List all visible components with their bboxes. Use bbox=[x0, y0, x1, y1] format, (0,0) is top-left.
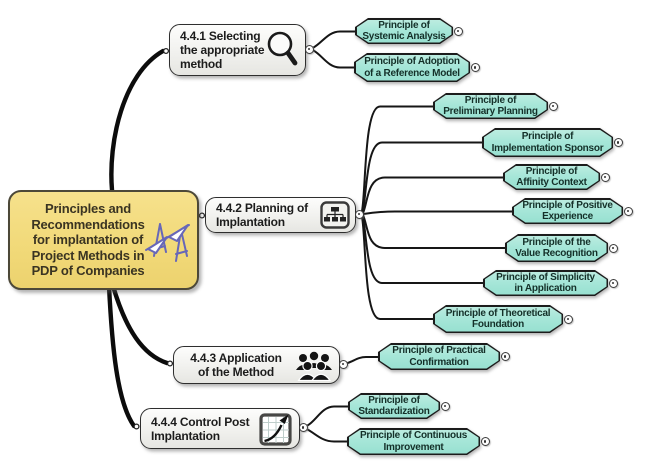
leaf-shape-fill bbox=[514, 200, 622, 223]
leaf-label: Principle of Theoretical Foundation bbox=[445, 307, 551, 331]
branch-node-4-4-3[interactable]: 4.4.3 Application of the Method bbox=[173, 346, 340, 384]
leaf-shape-fill bbox=[435, 95, 547, 118]
branch-node-4-4-2[interactable]: 4.4.2 Planning of Implantation bbox=[205, 197, 356, 233]
leaf-node[interactable]: Principle of Simplicity in Application bbox=[483, 270, 608, 296]
leaf-label: Principle of Standardization bbox=[358, 394, 430, 418]
people-group-icon bbox=[294, 349, 334, 381]
expand-toggle-icon[interactable] bbox=[453, 26, 463, 36]
expand-toggle-icon[interactable] bbox=[623, 206, 633, 216]
leaf-shape-fill bbox=[507, 236, 607, 261]
leaf-shape-fill bbox=[356, 55, 469, 81]
connector-path bbox=[361, 215, 483, 284]
leaf-label: Principle of Implementation Sponsor bbox=[491, 131, 604, 154]
leaf-shape-fill bbox=[505, 166, 599, 189]
branch-node-4-4-4[interactable]: 4.4.4 Control Post Implantation bbox=[140, 408, 300, 449]
leaf-shape-fill bbox=[380, 345, 499, 369]
magnifier-icon bbox=[266, 30, 300, 70]
leaf-node[interactable]: Principle of Affinity Context bbox=[503, 164, 600, 190]
leaf-label: Principle of Practical Confirmation bbox=[392, 345, 486, 368]
leaf-node[interactable]: Principle of Positive Experience bbox=[512, 198, 623, 224]
leaf-node[interactable]: Principle of Continuous Improvement bbox=[347, 428, 480, 455]
bridge-logo-icon bbox=[143, 216, 193, 266]
expand-toggle-icon[interactable] bbox=[613, 138, 623, 147]
expand-toggle-icon[interactable] bbox=[563, 314, 573, 324]
branch-label: 4.4.4 Control Post Implantation bbox=[151, 414, 250, 443]
org-chart-icon bbox=[320, 201, 350, 229]
leaf-node[interactable]: Principle of the Value Recognition bbox=[505, 234, 608, 262]
connector-path bbox=[306, 405, 348, 427]
leaf-label: Principle of Simplicity in Application bbox=[496, 271, 595, 295]
expand-toggle-icon[interactable] bbox=[608, 243, 618, 253]
branch-label: 4.4.3 Application of the Method bbox=[190, 351, 282, 379]
leaf-label: Principle of the Value Recognition bbox=[515, 236, 598, 260]
leaf-label: Principle of Preliminary Planning bbox=[443, 94, 538, 118]
leaf-label: Principle of Adoption of a Reference Mod… bbox=[364, 56, 460, 79]
leaf-label: Principle of Affinity Context bbox=[516, 165, 587, 189]
root-node-label: Principles and Recommendations for impla… bbox=[31, 201, 145, 279]
leaf-shape-fill bbox=[435, 307, 562, 332]
collapse-toggle-icon[interactable] bbox=[338, 359, 348, 369]
connector-path bbox=[362, 176, 503, 214]
leaf-shape-fill bbox=[485, 272, 607, 295]
expand-toggle-icon[interactable] bbox=[480, 437, 490, 446]
leaf-label: Principle of Positive Experience bbox=[522, 199, 613, 223]
leaf-node[interactable]: Principle of Preliminary Planning bbox=[433, 93, 548, 119]
expand-toggle-icon[interactable] bbox=[500, 352, 510, 361]
branch-node-4-4-1[interactable]: 4.4.1 Selecting the appropriate method bbox=[169, 24, 306, 76]
leaf-label: Principle of Continuous Improvement bbox=[359, 430, 468, 453]
branch-label: 4.4.1 Selecting the appropriate method bbox=[180, 29, 265, 71]
leaf-shape-fill bbox=[357, 20, 452, 43]
connector-path bbox=[109, 48, 166, 193]
connector-path bbox=[347, 356, 378, 364]
root-node[interactable]: Principles and Recommendations for impla… bbox=[8, 190, 199, 290]
expand-toggle-icon[interactable] bbox=[470, 63, 480, 72]
expand-toggle-icon[interactable] bbox=[600, 172, 610, 182]
connector-path bbox=[361, 216, 433, 320]
collapse-toggle-icon[interactable] bbox=[354, 209, 364, 219]
leaf-shape-fill bbox=[350, 395, 439, 418]
connector-path bbox=[361, 105, 433, 212]
expand-toggle-icon[interactable] bbox=[440, 401, 450, 411]
leaf-node[interactable]: Principle of Standardization bbox=[348, 393, 440, 419]
leaf-shape-fill bbox=[349, 430, 479, 454]
connector-path bbox=[362, 214, 505, 249]
connector-dot bbox=[133, 47, 206, 430]
collapse-toggle-icon[interactable] bbox=[298, 423, 308, 432]
connector-path bbox=[363, 210, 512, 215]
branch-label: 4.4.2 Planning of Implantation bbox=[216, 201, 308, 229]
leaf-node[interactable]: Principle of Implementation Sponsor bbox=[482, 128, 613, 157]
growth-chart-icon bbox=[258, 411, 294, 447]
leaf-node[interactable]: Principle of Systemic Analysis bbox=[355, 18, 453, 44]
leaf-node[interactable]: Principle of Practical Confirmation bbox=[378, 343, 500, 370]
leaf-label: Principle of Systemic Analysis bbox=[362, 19, 446, 43]
expand-toggle-icon[interactable] bbox=[608, 278, 618, 288]
connector-path bbox=[312, 30, 355, 49]
connector-path bbox=[307, 428, 347, 443]
connector-path bbox=[312, 49, 354, 69]
expand-toggle-icon[interactable] bbox=[548, 101, 558, 111]
leaf-node[interactable]: Principle of Adoption of a Reference Mod… bbox=[354, 53, 470, 82]
leaf-node[interactable]: Principle of Theoretical Foundation bbox=[433, 305, 563, 333]
collapse-toggle-icon[interactable] bbox=[304, 44, 314, 54]
connector-path bbox=[361, 141, 482, 213]
connector-path bbox=[110, 283, 170, 366]
leaf-shape-fill bbox=[484, 130, 612, 156]
connector-path bbox=[106, 283, 137, 429]
